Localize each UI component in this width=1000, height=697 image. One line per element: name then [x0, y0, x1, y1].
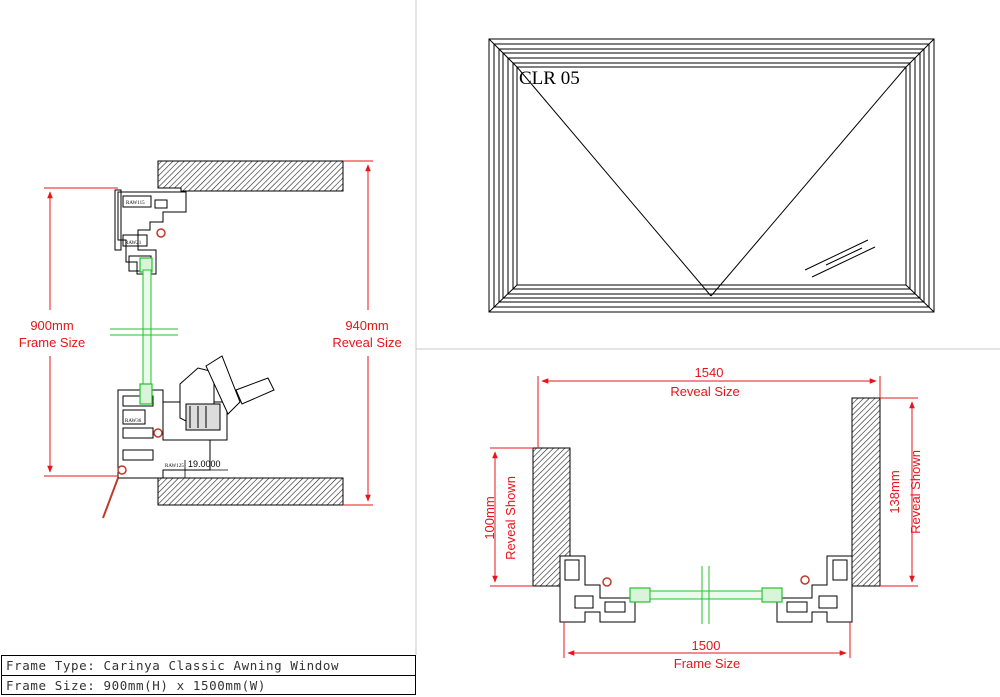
- part-code-sill: RAW125: [165, 464, 184, 469]
- frame-size-value-horizontal: 1500: [692, 638, 721, 653]
- sill-wall: [157, 477, 344, 506]
- gap-dimension-value: 19.0000: [188, 459, 221, 469]
- glass-reflection-marks: [804, 239, 876, 278]
- window-elevation: [488, 38, 935, 313]
- head-frame-profile: [114, 189, 187, 275]
- left-reveal-caption: Reveal Shown: [503, 476, 518, 560]
- right-reveal-value: 138mm: [887, 470, 902, 513]
- reveal-size-value-horizontal: 1540: [695, 365, 724, 380]
- plan-section: 1540 Reveal Size 1500 Frame Size 100mm R…: [482, 365, 923, 671]
- right-jamb-profile: [761, 555, 853, 623]
- reveal-size-caption-horizontal: Reveal Size: [670, 384, 739, 399]
- glass-pane-horizontal: [649, 566, 763, 624]
- reveal-size-dimension-horizontal: [537, 376, 881, 448]
- gap-dimension: [180, 460, 228, 478]
- title-block: Frame Type: Carinya Classic Awning Windo…: [1, 655, 416, 695]
- reveal-size-value-vertical: 940mm: [345, 318, 388, 333]
- right-reveal-caption: Reveal Shown: [908, 450, 923, 534]
- frame-type-row: Frame Type: Carinya Classic Awning Windo…: [2, 656, 415, 676]
- right-jamb-wall: [851, 397, 881, 587]
- reveal-size-caption-vertical: Reveal Size: [332, 335, 401, 350]
- reveal-size-dimension-vertical: [343, 160, 373, 506]
- left-jamb-profile: [559, 555, 651, 623]
- lintel-wall: [157, 160, 344, 192]
- frame-size-row: Frame Size: 900mm(H) x 1500mm(W): [6, 678, 267, 693]
- part-code-bead: RAW21: [125, 241, 142, 246]
- frame-size-value-vertical: 900mm: [30, 318, 73, 333]
- part-code-sash: RAW36: [125, 419, 142, 424]
- glass-pane-vertical: [110, 269, 178, 391]
- frame-size-dimension-horizontal: [563, 622, 851, 658]
- frame-size-caption-horizontal: Frame Size: [674, 656, 740, 671]
- right-reveal-dimension: [880, 397, 918, 587]
- opening-direction-lines: [516, 66, 907, 297]
- left-reveal-dimension: [490, 447, 533, 587]
- frame-size-dimension-vertical: [44, 187, 118, 477]
- winder-handle: [162, 355, 275, 441]
- part-code-head: RAW115: [126, 201, 145, 206]
- glass-spec-label: CLR 05: [519, 68, 580, 89]
- frame-size-caption-vertical: Frame Size: [19, 335, 85, 350]
- panel-dividers: [415, 0, 1000, 655]
- left-reveal-value: 100mm: [482, 496, 497, 539]
- restrictor-stay: [102, 477, 119, 519]
- vertical-section: 19.0000 RAW115 RAW21 RAW36 RAW125 900mm …: [19, 160, 402, 519]
